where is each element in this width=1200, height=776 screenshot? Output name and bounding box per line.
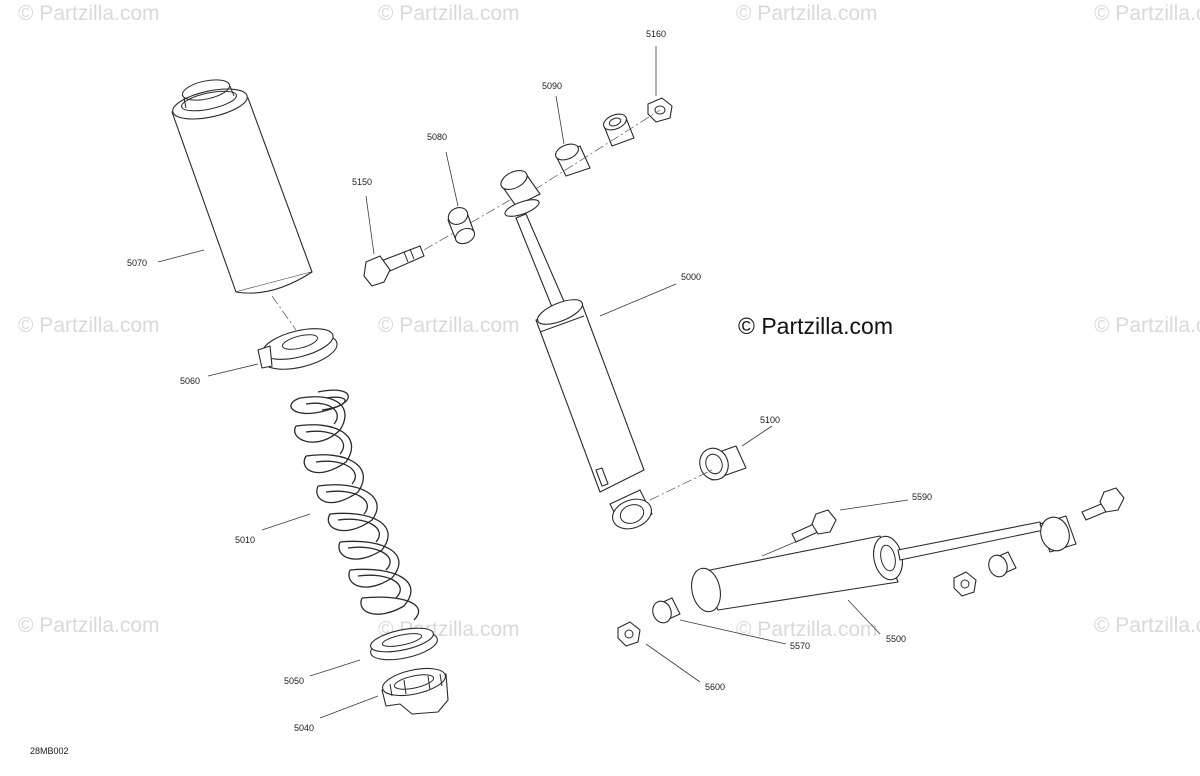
callout-5100[interactable]: 5100 (760, 415, 780, 425)
main-watermark: © Partzilla.com (738, 313, 893, 339)
part-5060-spring-seat[interactable] (257, 323, 341, 376)
part-5090-sleeve[interactable] (553, 141, 591, 177)
part-5050-retainer[interactable] (368, 624, 440, 665)
part-5010-spring[interactable] (290, 389, 420, 621)
callout-5010[interactable]: 5010 (235, 535, 255, 545)
callout-5090[interactable]: 5090 (542, 81, 562, 91)
callout-5040[interactable]: 5040 (294, 723, 314, 733)
part-5150-bolt[interactable] (363, 245, 425, 287)
watermark: © Partzilla.com (18, 2, 160, 25)
watermark: © Partzilla.com (1094, 2, 1200, 25)
part-5100-bushing[interactable] (695, 444, 747, 484)
watermark: © Partzilla.com (1094, 314, 1200, 337)
watermark: © Partzilla.com (18, 614, 160, 637)
watermark-grid: © Partzilla.com © Partzilla.com © Partzi… (18, 2, 1200, 641)
callout-5150[interactable]: 5150 (352, 177, 372, 187)
watermark: © Partzilla.com (1094, 614, 1200, 637)
callout-5080[interactable]: 5080 (427, 132, 447, 142)
callout-5060[interactable]: 5060 (180, 376, 200, 386)
callout-5570[interactable]: 5570 (790, 641, 810, 651)
watermark: © Partzilla.com (378, 314, 520, 337)
part-5570-spacers[interactable] (650, 551, 1017, 625)
part-5590-bolts[interactable] (791, 487, 1125, 543)
part-5500-damper[interactable] (688, 514, 1077, 615)
part-5000-shock[interactable] (498, 167, 656, 534)
part-5070-boot[interactable] (170, 76, 313, 294)
watermark: © Partzilla.com (736, 2, 878, 25)
callout-5500[interactable]: 5500 (886, 634, 906, 644)
part-5600-nuts[interactable] (617, 571, 977, 647)
callout-labels: 5070 5060 5010 5050 5040 5150 5080 5090 … (127, 29, 932, 733)
diagram-code: 28MB002 (30, 746, 69, 756)
part-5080-bushing[interactable] (446, 205, 477, 247)
part-5160-nut[interactable] (601, 97, 673, 147)
callout-5590[interactable]: 5590 (912, 492, 932, 502)
callout-5600[interactable]: 5600 (705, 682, 725, 692)
leader-lines (157, 46, 909, 719)
callout-5050[interactable]: 5050 (284, 676, 304, 686)
callout-5000[interactable]: 5000 (681, 272, 701, 282)
watermark: © Partzilla.com (18, 314, 160, 337)
callout-5160[interactable]: 5160 (646, 29, 666, 39)
watermark: © Partzilla.com (736, 618, 878, 641)
callout-5070[interactable]: 5070 (127, 258, 147, 268)
watermark: © Partzilla.com (378, 2, 520, 25)
part-5040-adjuster-nut[interactable] (380, 664, 449, 715)
